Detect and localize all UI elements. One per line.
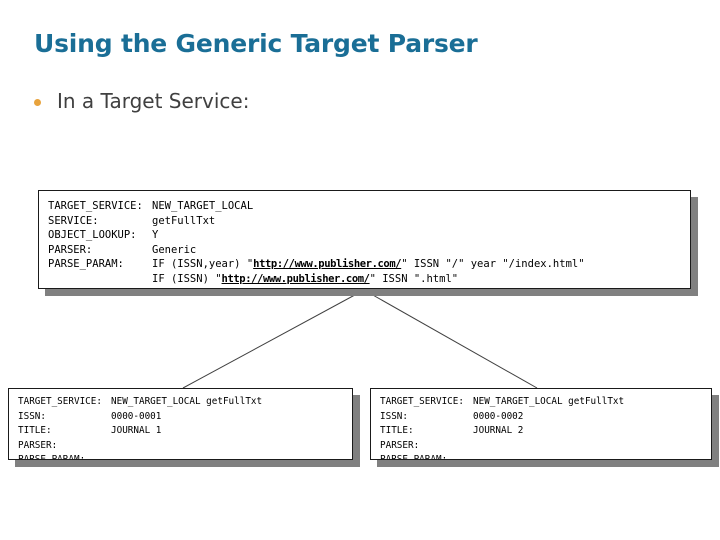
row-label: ISSN:	[18, 410, 46, 422]
parse-param-suffix: " ISSN ".html"	[369, 272, 459, 285]
row-label: TARGET_SERVICE:	[48, 200, 143, 212]
row-value: NEW_TARGET_LOCAL	[152, 200, 254, 212]
table-row: TARGET_SERVICE: NEW_TARGET_LOCAL getFullT…	[380, 395, 711, 410]
table-row: TARGET_SERVICE: NEW_TARGET_LOCAL	[48, 199, 690, 214]
row-value: NEW_TARGET_LOCAL getFullTxt	[111, 396, 263, 407]
table-row: SERVICE: getFullTxt	[48, 214, 690, 229]
row-value: JOURNAL 1	[111, 425, 162, 437]
row-label: TARGET_SERVICE:	[380, 396, 464, 407]
row-label: TARGET_SERVICE:	[18, 396, 102, 407]
target-instance-journal-2-box: TARGET_SERVICE: NEW_TARGET_LOCAL getFullT…	[370, 388, 712, 460]
table-row: PARSE_PARAM:	[380, 453, 711, 460]
table-row: PARSE_PARAM:	[18, 453, 352, 460]
row-value: Generic	[152, 243, 197, 256]
table-row: TITLE: JOURNAL 1	[18, 424, 352, 439]
publisher-url-link[interactable]: http://www.publisher.com/	[221, 272, 370, 285]
target-service-definition-box: TARGET_SERVICE: NEW_TARGET_LOCAL SERVICE:…	[38, 190, 691, 289]
row-label: PARSER:	[18, 439, 58, 451]
row-label: PARSER:	[380, 439, 420, 451]
row-label: PARSE_PARAM:	[48, 258, 124, 271]
table-row: PARSE_PARAM: IF (ISSN,year) "http://www.p…	[48, 257, 690, 272]
parse-param-suffix: " ISSN "/" year "/index.html"	[401, 258, 585, 271]
bullet-item-label: In a Target Service:	[57, 89, 250, 113]
bullet-dot-icon	[34, 99, 41, 106]
bullet-list-item: In a Target Service:	[34, 88, 249, 114]
row-value: 0000-0002	[473, 410, 524, 422]
table-row: OBJECT_LOOKUP: Y	[48, 228, 690, 243]
row-label: PARSE_PARAM:	[380, 454, 448, 460]
row-value: JOURNAL 2	[473, 425, 524, 437]
row-label: SERVICE:	[48, 214, 99, 227]
table-row: PARSER:	[18, 439, 352, 454]
table-row: TITLE: JOURNAL 2	[380, 424, 711, 439]
table-row: ISSN: 0000-0002	[380, 410, 711, 425]
row-label: ISSN:	[380, 410, 408, 422]
connector-main-to-left	[182, 289, 365, 389]
table-row: TARGET_SERVICE: NEW_TARGET_LOCAL getFullT…	[18, 395, 352, 410]
parse-param-prefix: IF (ISSN) "	[152, 272, 222, 285]
page-title: Using the Generic Target Parser	[34, 29, 478, 58]
row-value: 0000-0001	[111, 410, 162, 422]
parse-param-prefix: IF (ISSN,year) "	[152, 258, 254, 271]
publisher-url-link[interactable]: http://www.publisher.com/	[253, 258, 402, 271]
connector-main-to-right	[363, 289, 538, 389]
row-value: getFullTxt	[152, 214, 216, 227]
row-label: OBJECT_LOOKUP:	[48, 229, 137, 242]
row-value: Y	[152, 229, 159, 242]
row-label: PARSER:	[48, 243, 93, 256]
target-instance-journal-1-box: TARGET_SERVICE: NEW_TARGET_LOCAL getFullT…	[8, 388, 353, 460]
row-value: NEW_TARGET_LOCAL getFullTxt	[473, 396, 625, 407]
row-label: PARSE_PARAM:	[18, 454, 86, 460]
row-label: TITLE:	[380, 425, 414, 437]
table-row: PARSER: Generic	[48, 243, 690, 258]
table-row: ISSN: 0000-0001	[18, 410, 352, 425]
table-row: PARSER:	[380, 439, 711, 454]
row-label: TITLE:	[18, 425, 52, 437]
table-row: IF (ISSN) "http://www.publisher.com/" IS…	[48, 272, 690, 287]
